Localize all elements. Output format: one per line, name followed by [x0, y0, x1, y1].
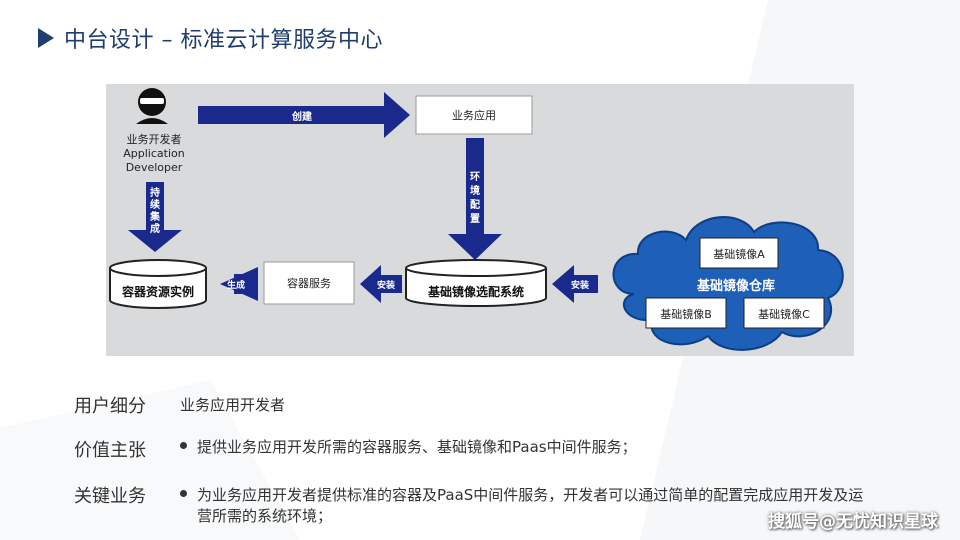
- watermark: 搜狐号@无忧知识星球: [768, 512, 938, 532]
- bullet-icon: [180, 490, 187, 497]
- env-char-3: 配: [470, 199, 480, 211]
- create-arrow: [198, 92, 410, 138]
- image-b-box: [645, 297, 727, 329]
- base-image-select-label: 基础镜像选配系统: [427, 284, 524, 299]
- base-image-select-cylinder: [405, 259, 547, 307]
- ci-char-3: 集: [149, 210, 161, 223]
- key-business-text-2: 营所需的系统环境；: [197, 507, 333, 525]
- container-service-box: [263, 261, 355, 305]
- bullet-icon: [180, 442, 187, 449]
- env-char-4: 置: [470, 213, 480, 225]
- create-arrow-label: 创建: [291, 110, 313, 123]
- install-arrow-2-label: 安装: [571, 279, 590, 291]
- base-image-repo-label: 基础镜像仓库: [696, 278, 775, 294]
- image-c-box: [743, 297, 825, 329]
- container-resources-cylinder: [109, 259, 207, 309]
- segment-label: 用户细分: [74, 396, 146, 417]
- play-triangle-icon: [38, 28, 54, 48]
- env-char-1: 环: [470, 171, 480, 183]
- env-config-arrow: [448, 138, 502, 260]
- env-char-2: 境: [470, 184, 480, 197]
- value-prop-value: 提供业务应用开发所需的容器服务、基础镜像和Paas中间件服务；: [180, 436, 637, 457]
- developer-label-en-1: Application: [123, 147, 184, 160]
- install-arrow-1-label: 安装: [377, 279, 396, 291]
- image-c-label: 基础镜像C: [758, 307, 810, 321]
- page-title: 中台设计 – 标准云计算服务中心: [38, 24, 383, 53]
- image-a-box: [699, 237, 779, 269]
- ci-char-2: 续: [150, 198, 160, 211]
- developer-label-en-2: Developer: [126, 161, 183, 174]
- install-arrow-1: [360, 265, 402, 303]
- key-business-text-1: 为业务应用开发者提供标准的容器及PaaS中间件服务，开发者可以通过简单的配置完成…: [197, 486, 864, 504]
- ci-char-1: 持: [150, 186, 160, 199]
- value-prop-label: 价值主张: [74, 440, 146, 461]
- image-b-label: 基础镜像B: [660, 307, 712, 321]
- key-business-value: 为业务应用开发者提供标准的容器及PaaS中间件服务，开发者可以通过简单的配置完成…: [180, 484, 920, 526]
- image-a-label: 基础镜像A: [713, 247, 765, 261]
- container-resources-label: 容器资源实例: [121, 284, 194, 299]
- value-prop-text: 提供业务应用开发所需的容器服务、基础镜像和Paas中间件服务；: [197, 438, 637, 456]
- developer-icon: [136, 88, 168, 124]
- developer-label-cn: 业务开发者: [127, 132, 182, 146]
- ci-arrow: [128, 182, 182, 252]
- ci-char-4: 成: [150, 222, 160, 235]
- key-business-label: 关键业务: [74, 486, 146, 507]
- biz-app-box: [415, 95, 533, 135]
- container-service-label: 容器服务: [287, 276, 331, 290]
- build-arrow: [220, 267, 258, 301]
- install-arrow-2: [552, 265, 598, 303]
- segment-value: 业务应用开发者: [180, 396, 286, 414]
- page-title-text: 中台设计 – 标准云计算服务中心: [64, 28, 383, 53]
- architecture-diagram: 业务开发者 Application Developer 创建 业务应用 持 续 …: [106, 84, 854, 356]
- build-arrow-label: 生成: [227, 279, 245, 291]
- biz-app-label: 业务应用: [452, 108, 496, 122]
